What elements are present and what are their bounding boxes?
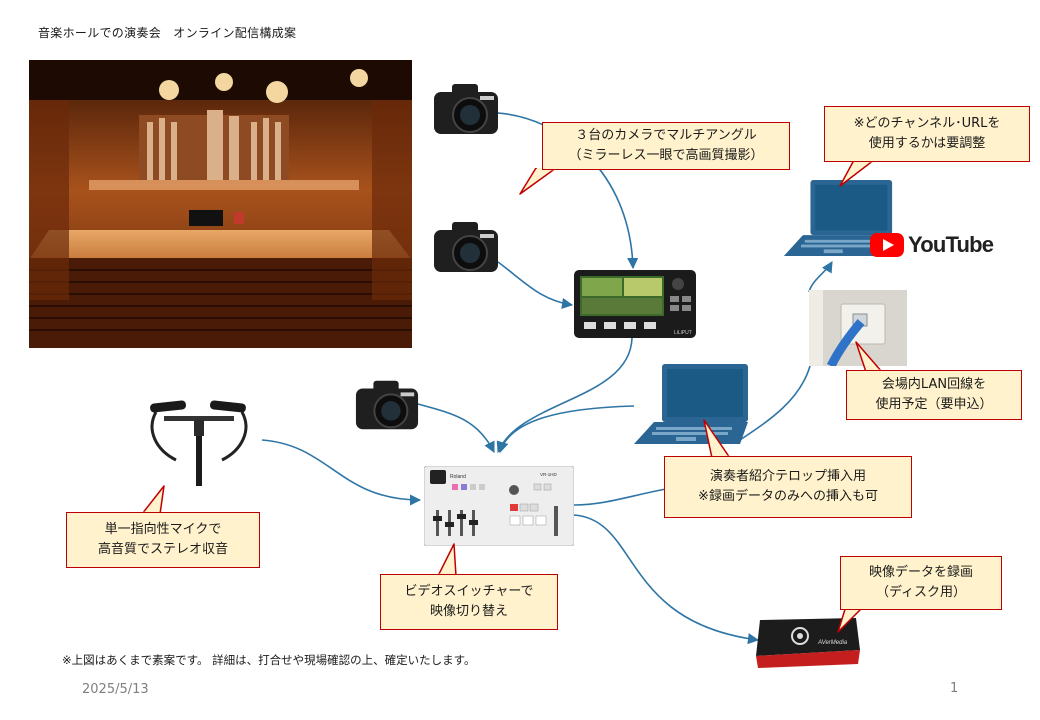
monitor-brand-label: LiLiPUT [674, 330, 692, 336]
wire-pc-to-switcher [497, 405, 635, 454]
wire-lan-to-laptop [808, 261, 833, 293]
wire-pc-to-lan [739, 365, 811, 441]
callout-pointer-lan [855, 341, 883, 372]
callout-record-text: 映像データを録画 （ディスク用） [868, 564, 973, 600]
capture-recorder-icon: AVerMedia [756, 618, 860, 668]
youtube-play-icon [870, 233, 904, 257]
switcher-model-label: VR-1HD [540, 472, 558, 477]
callout-pointer-mic [141, 485, 165, 514]
callout-lan-text: 会場内LAN回線を 使用予定（要申込） [875, 376, 993, 412]
camera-3-icon [355, 380, 419, 430]
callout-pointer-switcher [437, 543, 457, 576]
wire-mic-to-switcher [261, 439, 422, 506]
concert-hall-photo [29, 60, 412, 348]
switcher-brand-label: Roland [450, 474, 466, 480]
stereo-microphone-icon [150, 400, 248, 486]
callout-switcher: ビデオスイッチャーで 映像切り替え [380, 574, 558, 630]
callout-channel-text: ※どのチャンネル･URLを 使用するかは要調整 [853, 115, 1001, 151]
callout-channel: ※どのチャンネル･URLを 使用するかは要調整 [824, 106, 1030, 162]
callout-lan: 会場内LAN回線を 使用予定（要申込） [846, 370, 1022, 420]
callout-telop-text: 演奏者紹介テロップ挿入用 ※録画データのみへの挿入も可 [698, 468, 878, 504]
camera-2-icon [434, 222, 498, 272]
callout-switcher-text: ビデオスイッチャーで 映像切り替え [404, 583, 534, 619]
wire-switcher-to-recorder [573, 514, 760, 645]
lan-outlet-photo [809, 290, 907, 366]
callout-pointer-cameras [519, 168, 557, 195]
callout-record: 映像データを録画 （ディスク用） [840, 556, 1002, 610]
multiview-monitor-icon: LiLiPUT [574, 270, 696, 338]
wire-camera2-to-monitor [497, 261, 574, 309]
callout-mic: 単一指向性マイクで 高音質でステレオ収音 [66, 512, 260, 568]
callout-telop: 演奏者紹介テロップ挿入用 ※録画データのみへの挿入も可 [664, 456, 912, 518]
slide-date: 2025/5/13 [82, 682, 149, 697]
video-switcher-icon: Roland VR-1HD [424, 466, 574, 546]
page-title: 音楽ホールでの演奏会 オンライン配信構成案 [38, 26, 297, 40]
callout-mic-text: 単一指向性マイクで 高音質でステレオ収音 [97, 521, 228, 557]
callout-pointer-record [837, 606, 865, 633]
callout-cameras: ３台のカメラでマルチアングル （ミラーレス一眼で高画質撮影） [542, 122, 790, 170]
wire-camera3-to-switcher [417, 403, 495, 454]
footnote: ※上図はあくまで素案です。 詳細は、打合せや現場確認の上、確定いたします。 [62, 653, 476, 667]
youtube-logo: YouTube [870, 232, 994, 258]
youtube-wordmark: YouTube [908, 232, 994, 257]
callout-pointer-channel [839, 160, 875, 187]
callout-cameras-text: ３台のカメラでマルチアングル （ミラーレス一眼で高画質撮影） [568, 127, 764, 163]
capture-brand-label: AVerMedia [817, 640, 848, 646]
laptop-streaming-icon [783, 180, 893, 256]
wire-monitor-to-switcher [496, 337, 633, 454]
camera-1-icon [434, 84, 498, 134]
laptop-telop-icon [634, 364, 748, 444]
page-number: 1 [950, 681, 959, 696]
callout-pointer-telop [703, 419, 731, 458]
